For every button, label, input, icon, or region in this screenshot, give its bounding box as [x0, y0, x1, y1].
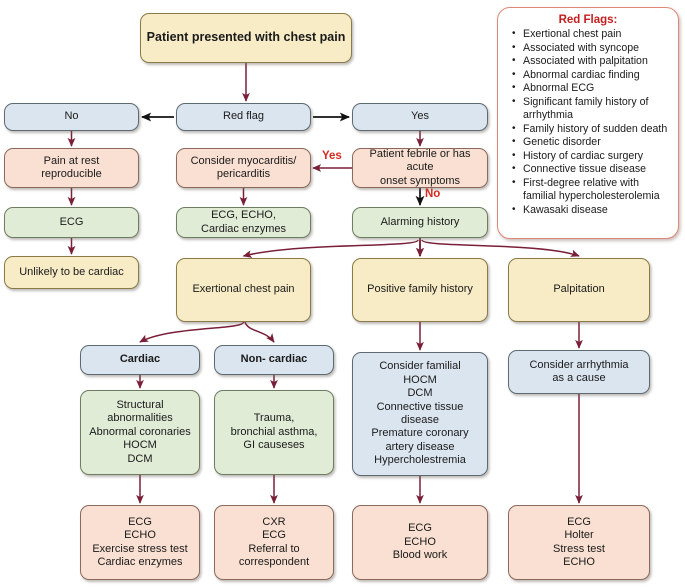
red-flag-item: History of cardiac surgery	[512, 150, 673, 164]
red-flag-item: Genetic disorder	[512, 136, 673, 150]
edge-label-no-label: No	[425, 188, 441, 200]
node-wk-noncardiac: CXR ECG Referral to correspondent	[214, 505, 334, 580]
node-redflag: Red flag	[176, 103, 311, 131]
node-yes: Yes	[352, 103, 488, 131]
node-wk-cardiac: ECG ECHO Exercise stress test Cardiac en…	[80, 505, 200, 580]
node-ecg1: ECG	[4, 207, 139, 238]
node-posfamhx: Positive family history	[352, 258, 488, 322]
node-wk-palp: ECG Holter Stress test ECHO	[508, 505, 650, 580]
red-flag-item: Abnormal cardiac finding	[512, 69, 673, 83]
red-flag-item: Exertional chest pain	[512, 28, 673, 42]
red-flag-item: Associated with syncope	[512, 42, 673, 56]
node-trauma: Trauma, bronchial asthma, GI causeses	[214, 390, 334, 475]
red-flag-item: First-degree relative with familial hype…	[512, 177, 673, 204]
node-palpitation: Palpitation	[508, 258, 650, 322]
node-febrile: Patient febrile or has acute onset sympt…	[352, 148, 488, 188]
node-noncardiac: Non- cardiac	[214, 345, 334, 375]
node-start: Patient presented with chest pain	[140, 13, 352, 63]
red-flag-item: Kawasaki disease	[512, 204, 673, 218]
red-flag-item: Connective tissue disease	[512, 163, 673, 177]
node-alarming: Alarming history	[352, 207, 488, 238]
node-no: No	[4, 103, 139, 131]
node-notcardiac: Unlikely to be cardiac	[4, 256, 139, 289]
node-structural: Structural abnormalities Abnormal corona…	[80, 390, 200, 475]
node-myoperi: Consider myocarditis/ pericarditis	[176, 148, 311, 188]
edge-label-yes-label: Yes	[322, 150, 342, 162]
node-considerfam: Consider familial HOCM DCM Connective ti…	[352, 352, 488, 476]
node-cardiac: Cardiac	[80, 345, 200, 375]
node-wk-famhx: ECG ECHO Blood work	[352, 505, 488, 580]
red-flag-item: Abnormal ECG	[512, 82, 673, 96]
red-flag-item: Family history of sudden death	[512, 123, 673, 137]
red-flags-title: Red Flags:	[558, 14, 618, 26]
node-painrest: Pain at rest reproducible	[4, 148, 139, 188]
red-flag-item: Significant family history of arrhythmia	[512, 96, 673, 123]
black-edges	[140, 112, 425, 207]
red-flags-list: Exertional chest pain Associated with sy…	[503, 28, 673, 217]
node-arrhythmia: Consider arrhythmia as a cause	[508, 350, 650, 394]
red-flags-panel: Red Flags: Exertional chest pain Associa…	[497, 7, 679, 239]
red-flag-item: Associated with palpitation	[512, 55, 673, 69]
node-ecgecho: ECG, ECHO, Cardiac enzymes	[176, 207, 311, 238]
node-exertional: Exertional chest pain	[176, 258, 311, 322]
